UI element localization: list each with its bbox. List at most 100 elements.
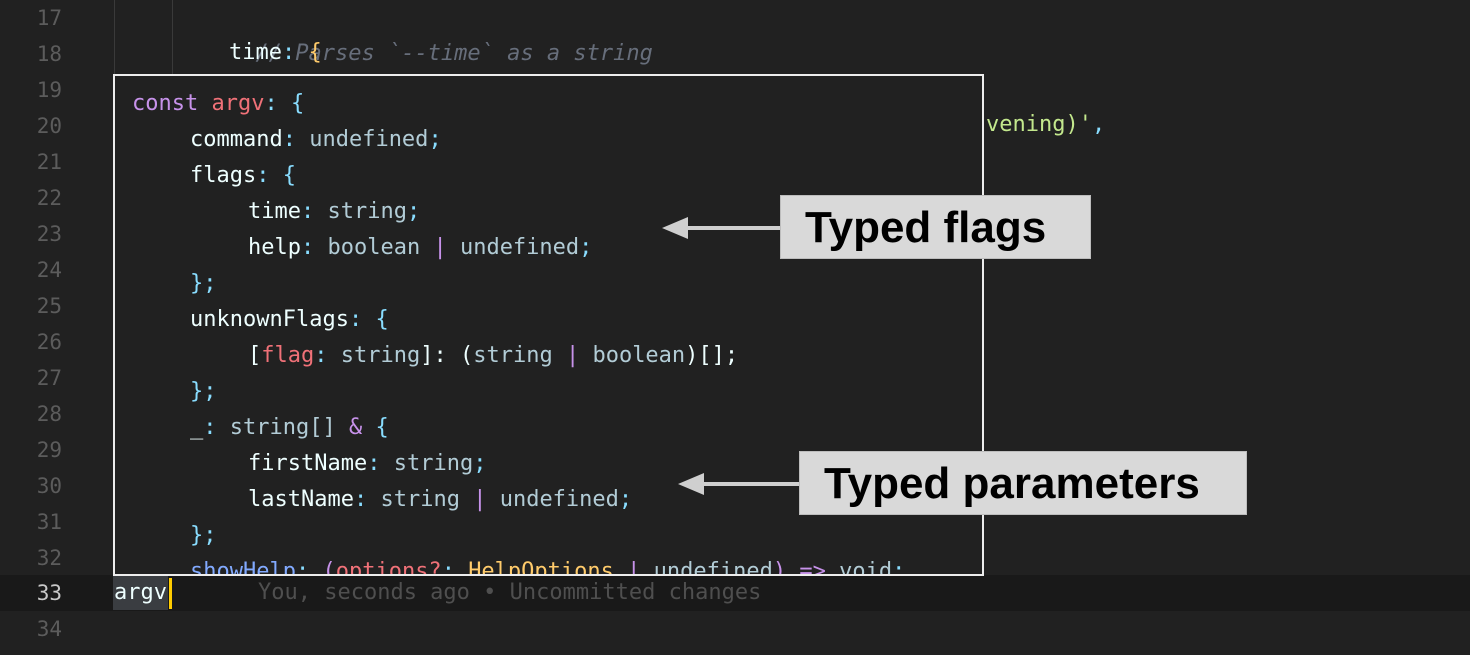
paren: ): [772, 559, 787, 576]
type-name: string[]: [229, 415, 336, 440]
type-name: string: [393, 451, 474, 476]
line-number: 20: [36, 114, 62, 138]
line-number: 26: [36, 330, 62, 354]
line-number: 27: [36, 366, 62, 390]
colon: :: [314, 343, 328, 368]
selected-word-argv[interactable]: argv: [113, 576, 168, 610]
line-number: 34: [36, 617, 62, 641]
code-comment: // Parses `--time` as a string: [255, 41, 653, 66]
current-line-highlight: [0, 575, 1470, 611]
callout-typed-flags: Typed flags: [780, 195, 1091, 259]
hover-line: time: string;: [248, 194, 420, 230]
line-number: 18: [36, 42, 62, 66]
hover-line: const argv: {: [132, 86, 304, 122]
hover-line: };: [190, 523, 217, 548]
class-name: HelpOptions: [468, 559, 614, 576]
colon: :: [353, 487, 368, 512]
colon: :: [348, 307, 363, 332]
brace: {: [290, 91, 305, 116]
code-line-20-tail[interactable]: vening)',: [986, 107, 1105, 143]
colon: :: [264, 91, 278, 116]
type-name: boolean: [327, 235, 421, 260]
hover-line: help: boolean | undefined;: [248, 230, 592, 266]
callout-typed-parameters: Typed parameters: [799, 451, 1247, 515]
brace: {: [375, 415, 389, 440]
code-comma: ,: [1091, 112, 1106, 137]
semicolon: ;: [428, 127, 442, 152]
type-name: undefined: [499, 487, 619, 512]
prop-name: help: [248, 235, 301, 260]
semicolon: ;: [579, 235, 593, 260]
colon: :: [300, 235, 315, 260]
prop-name: flags: [190, 163, 257, 188]
bracket: [: [248, 343, 262, 368]
colon: :: [256, 163, 270, 188]
code-line-17[interactable]: // Parses `--time` as a string: [229, 0, 653, 66]
prop-name: _: [190, 415, 204, 440]
method-name: showHelp: [190, 559, 296, 576]
hover-line: unknownFlags: {: [190, 302, 389, 338]
code-brace: {: [308, 40, 322, 65]
type-name: undefined: [459, 235, 580, 260]
code-property: time: [229, 40, 282, 65]
code-line-18[interactable]: time: {: [229, 35, 322, 71]
type-name: boolean: [592, 343, 686, 368]
union-pipe: |: [473, 487, 487, 512]
hover-line: firstName: string;: [248, 446, 486, 482]
prop-name: firstName: [248, 451, 368, 476]
arrow-left-icon: [662, 217, 784, 239]
semicolon: ;: [406, 199, 421, 224]
colon: :: [300, 199, 315, 224]
code-string: vening)': [986, 112, 1092, 137]
array-suffix: )[];: [685, 343, 739, 368]
code-colon: :: [281, 40, 296, 65]
hover-line: [flag: string]: (string | boolean)[];: [248, 338, 738, 374]
line-number: 22: [36, 186, 62, 210]
semicolon: ;: [473, 451, 487, 476]
line-number: 30: [36, 474, 62, 498]
line-number: 32: [36, 546, 62, 570]
paren: (: [459, 343, 474, 368]
hover-line: command: undefined;: [190, 122, 442, 158]
line-number: 21: [36, 150, 62, 174]
type-name: string: [380, 487, 460, 512]
colon: :: [441, 559, 455, 576]
paren: (: [322, 559, 336, 576]
type-name: string: [327, 199, 407, 224]
prop-name: command: [190, 127, 283, 152]
hover-line: _: string[] & {: [190, 410, 389, 446]
line-number: 17: [36, 6, 62, 30]
line-number: 23: [36, 222, 62, 246]
type-name: void: [839, 559, 893, 576]
intersection-amp: &: [348, 415, 363, 440]
semicolon: ;: [618, 487, 633, 512]
union-pipe: |: [565, 343, 580, 368]
colon: :: [282, 127, 296, 152]
type-name: undefined: [309, 127, 429, 152]
var-name: argv: [211, 91, 265, 116]
colon: :: [367, 451, 381, 476]
brace: {: [375, 307, 389, 332]
line-number: 25: [36, 294, 62, 318]
param-name: options?: [335, 559, 442, 576]
line-number: 19: [36, 78, 62, 102]
index-param: flag: [261, 343, 315, 368]
colon: :: [295, 559, 310, 576]
prop-name: time: [248, 199, 301, 224]
text-cursor: [169, 578, 172, 609]
union-pipe: |: [433, 235, 447, 260]
arrow-token: =>: [799, 559, 826, 576]
indent-guide: [114, 0, 115, 74]
arrow-left-icon: [678, 473, 802, 495]
type-name: string: [473, 343, 553, 368]
colon: :: [203, 415, 217, 440]
line-number: 29: [36, 438, 62, 462]
brace: {: [282, 163, 296, 188]
line-number: 31: [36, 510, 62, 534]
git-blame-annotation: You, seconds ago • Uncommitted changes: [258, 580, 762, 605]
line-number-active: 33: [36, 581, 62, 605]
union-pipe: |: [627, 559, 641, 576]
hover-line: };: [190, 379, 217, 404]
prop-name: lastName: [248, 487, 354, 512]
type-hover-tooltip: const argv: { command: undefined; flags:…: [113, 74, 984, 576]
